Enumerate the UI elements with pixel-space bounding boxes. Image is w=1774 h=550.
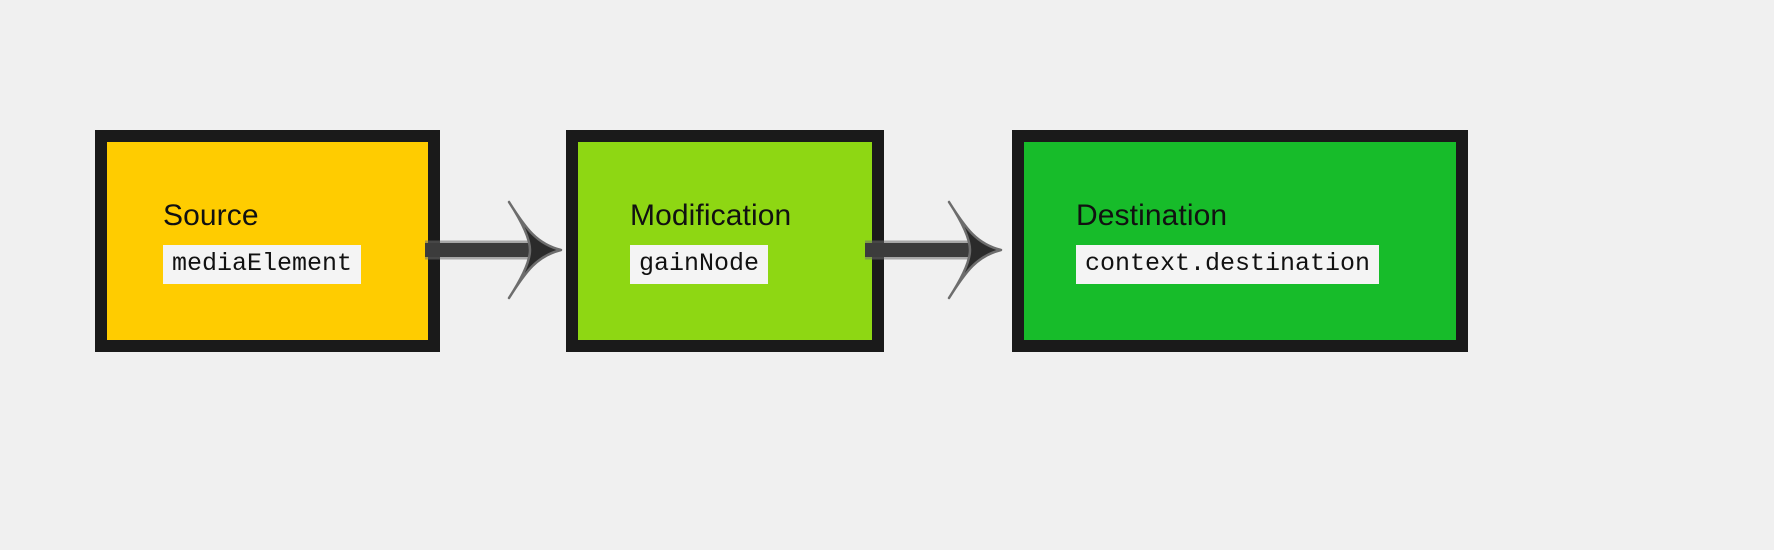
flow-node-destination-title: Destination [1076,198,1228,232]
arrow-right-icon [865,200,1003,300]
edge-source-to-modification [425,196,585,304]
flow-node-destination-code: context.destination [1076,244,1380,284]
flow-node-source[interactable]: Source mediaElement [95,130,440,352]
edge-modification-to-destination [865,196,1025,304]
flow-node-source-title: Source [163,198,259,232]
flow-node-destination[interactable]: Destination context.destination [1012,130,1468,352]
flow-node-modification-body: Modification gainNode [578,142,872,340]
flow-node-destination-body: Destination context.destination [1024,142,1456,340]
flow-node-modification-code: gainNode [630,244,769,284]
flow-node-modification[interactable]: Modification gainNode [566,130,884,352]
flow-node-source-code: mediaElement [163,244,362,284]
flow-node-source-body: Source mediaElement [107,142,428,340]
flow-node-modification-title: Modification [630,198,792,232]
arrow-right-icon [425,200,563,300]
